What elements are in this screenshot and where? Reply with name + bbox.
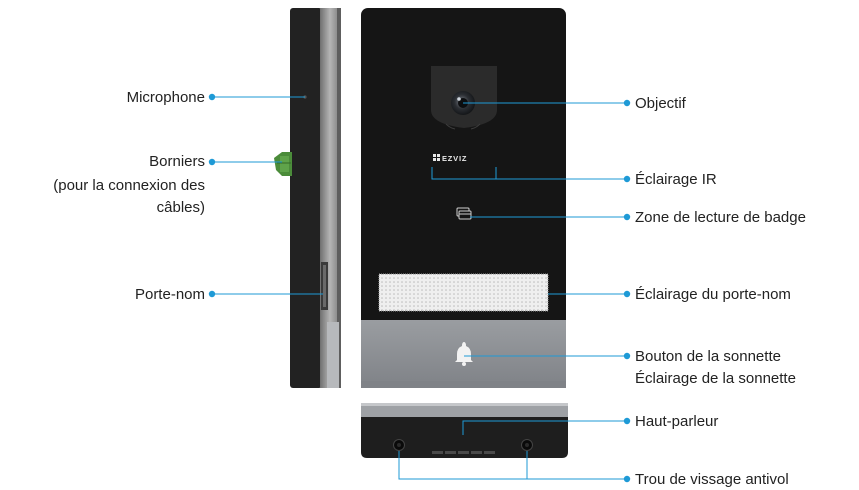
ezviz-logo-icon: EZVIZ [433, 154, 467, 163]
label-eclairage-sonnette: Éclairage de la sonnette [635, 370, 796, 387]
side-housing [290, 8, 322, 388]
label-borniers-line2: (pour la connexion des [53, 177, 205, 194]
label-badge-zone: Zone de lecture de badge [635, 209, 806, 226]
label-objectif: Objectif [635, 95, 686, 112]
label-bouton-sonnette: Bouton de la sonnette [635, 348, 781, 365]
name-holder-window [378, 273, 549, 312]
label-haut-parleur: Haut-parleur [635, 413, 719, 430]
label-eclairage-ir: Éclairage IR [635, 171, 717, 188]
bottom-view [361, 403, 568, 458]
label-porte-nom: Porte-nom [134, 286, 205, 303]
brand-text: EZVIZ [442, 154, 467, 163]
label-trou-vissage: Trou de vissage antivol [635, 471, 789, 488]
label-microphone: Microphone [126, 89, 205, 106]
bell-icon [455, 342, 473, 366]
bottom-housing [361, 417, 568, 458]
label-eclairage-porte-nom: Éclairage du porte-nom [635, 286, 791, 303]
label-borniers-line3: câbles) [156, 199, 205, 216]
side-view [274, 8, 341, 388]
terminal-block [274, 152, 292, 176]
callout-dots [208, 93, 631, 483]
camera [431, 66, 497, 130]
speaker-grille [432, 451, 495, 454]
front-view: EZVIZ [361, 8, 566, 388]
label-borniers: Borniers [149, 153, 205, 170]
bottom-frame [361, 403, 568, 419]
callout-lines [212, 96, 627, 480]
badge-reader-icon [456, 207, 472, 220]
